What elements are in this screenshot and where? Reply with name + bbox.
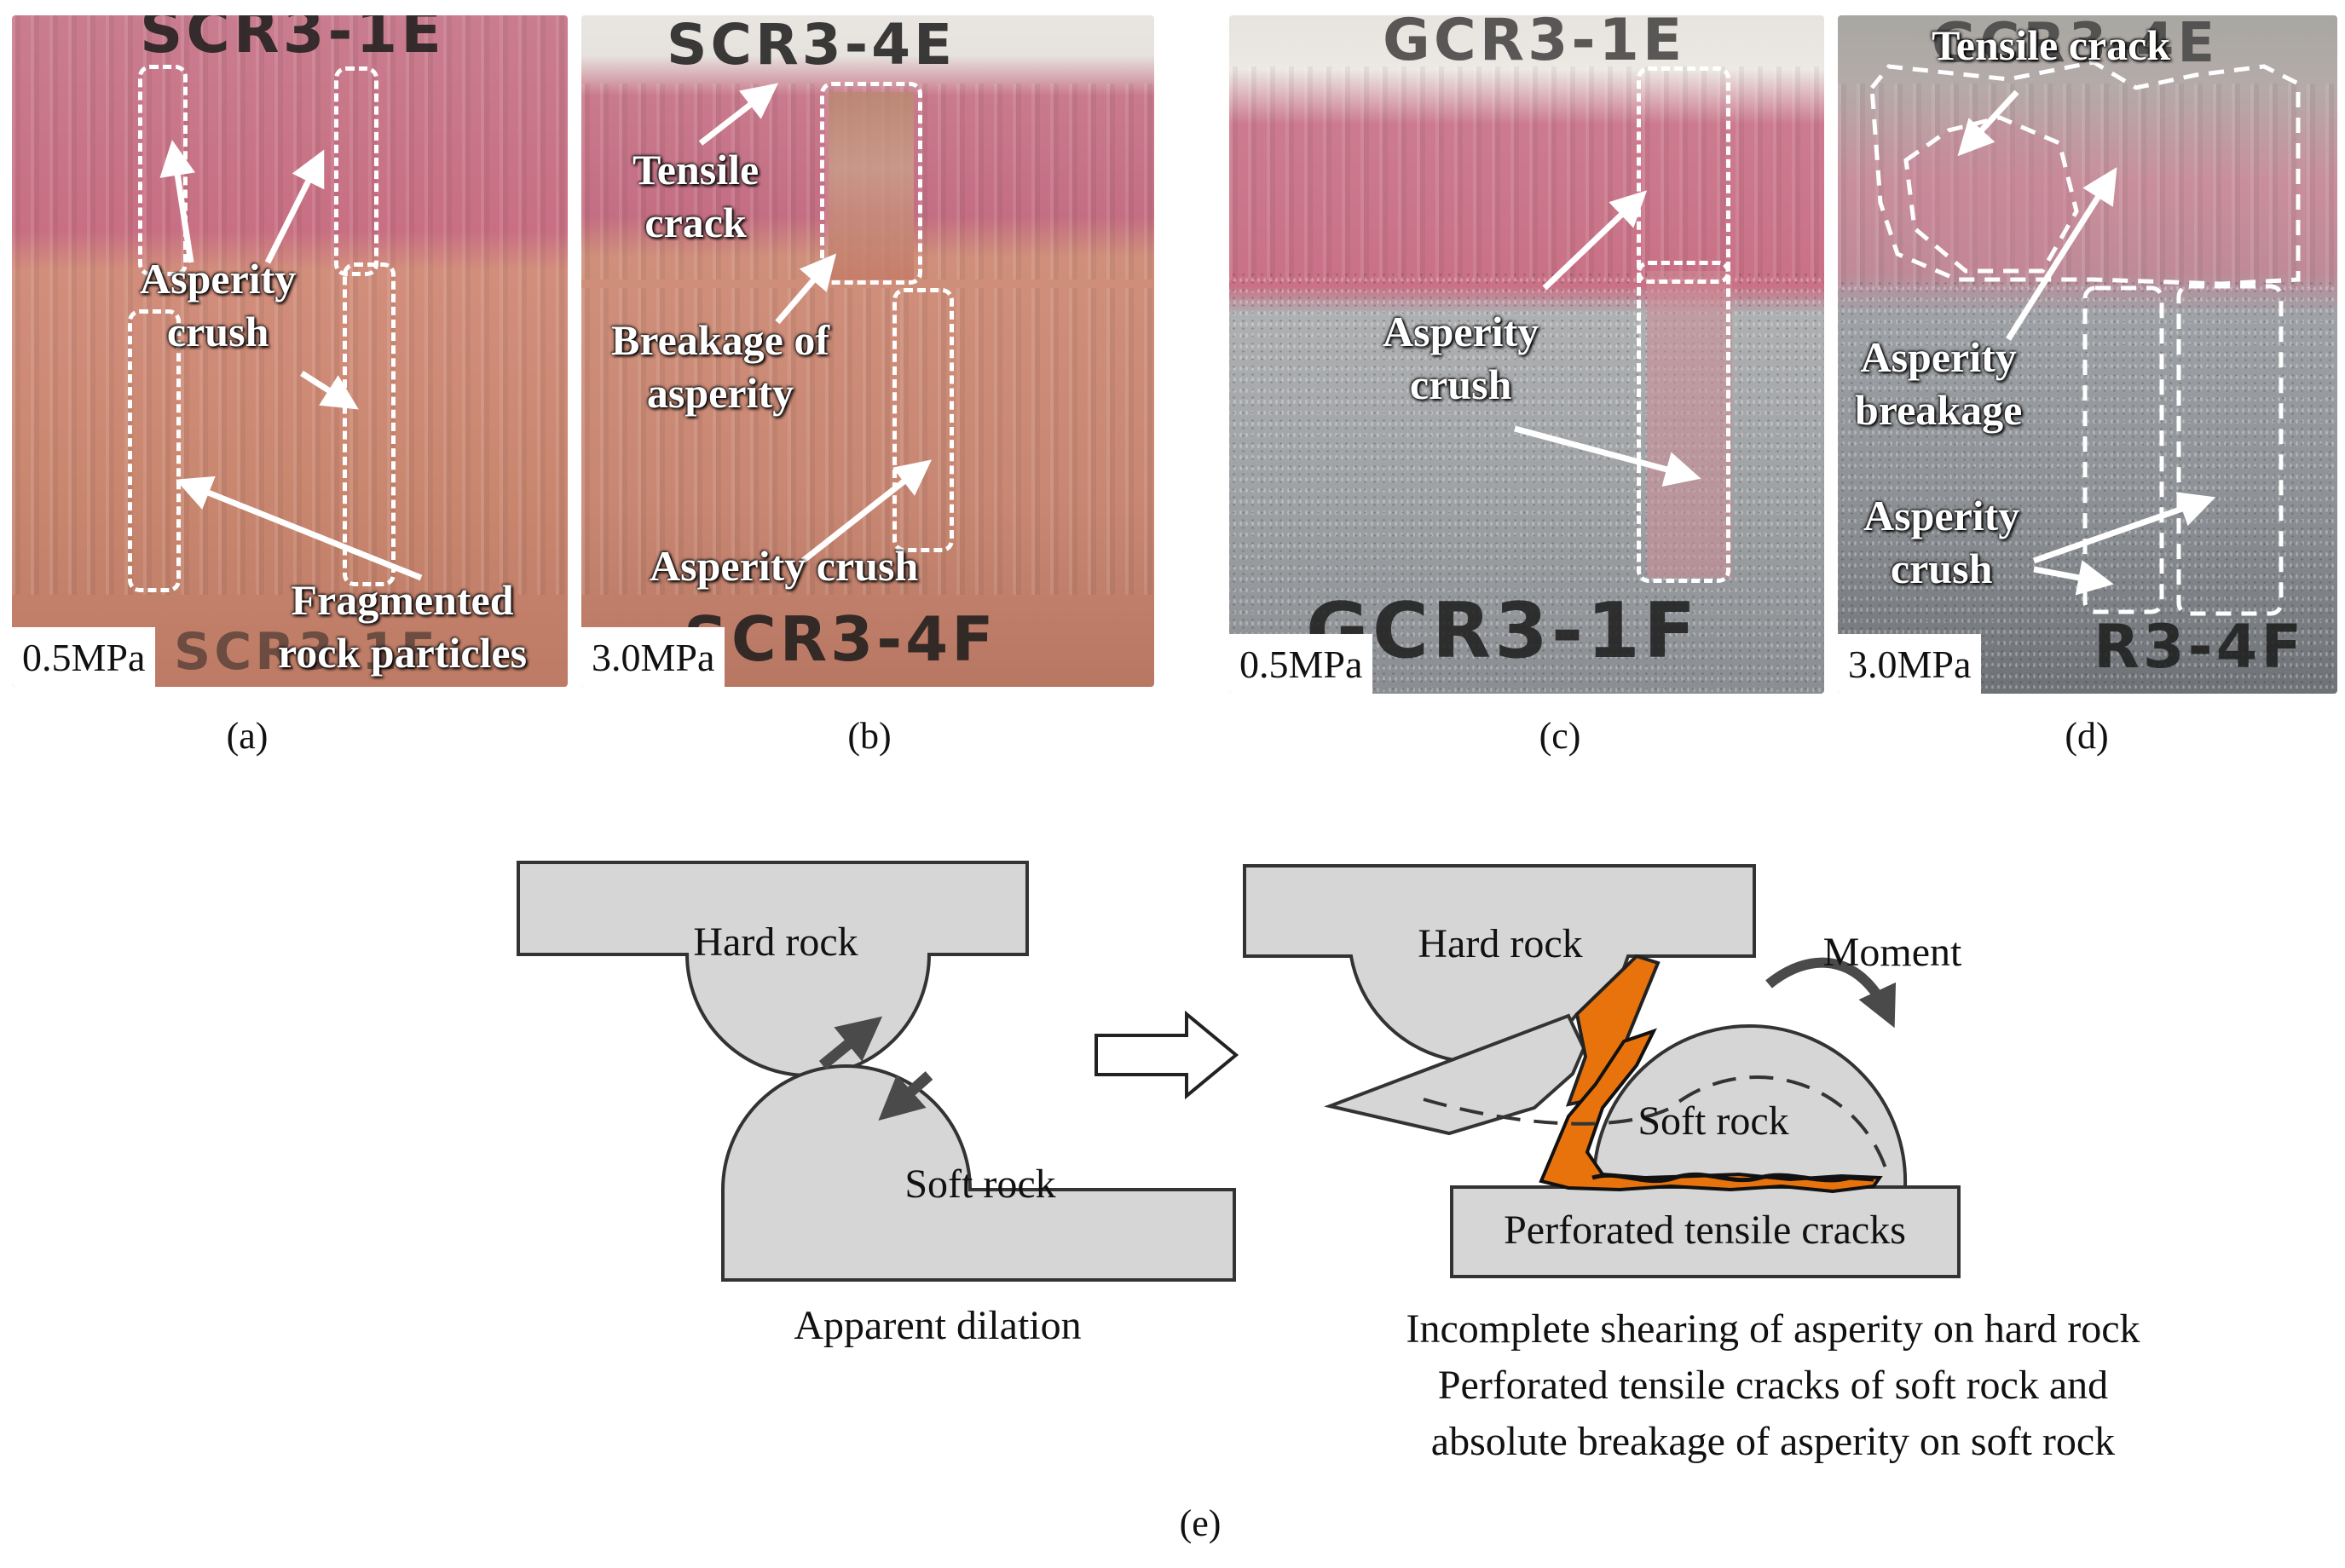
shear-arrow-up <box>818 1016 883 1070</box>
hard-rock-block-left <box>517 861 1029 1077</box>
photo-panel-d: GCR3-4E R3-4F Tensile crack Asperity bre… <box>1838 15 2337 694</box>
crack-line <box>1591 1172 1874 1184</box>
label-hard-rock-left: Hard rock <box>693 919 858 965</box>
label-fragmented-particles: Fragmented rock particles <box>278 576 528 677</box>
label-hard-rock-right: Hard rock <box>1418 921 1583 966</box>
pressure-label: 0.5MPa <box>12 627 156 687</box>
caption-line-3: absolute breakage of asperity on soft ro… <box>1430 1419 2116 1464</box>
rock-surface-lower <box>581 288 1154 595</box>
photo-panel-c: GCR3-1E GCR3-1F Asperity crush 0.5MPa <box>1229 15 1824 694</box>
label-asperity-crush: Asperity crush <box>650 542 919 590</box>
caption-c: (c) <box>1539 715 1581 757</box>
asperity-outline <box>892 288 954 552</box>
specimen-id-bottom: R3-4F <box>2094 612 2306 682</box>
annotation-arrows <box>698 83 933 563</box>
specimen-id-top: SCR3-4E <box>667 15 956 78</box>
annotation-arrows <box>1869 60 2301 616</box>
label-asperity-crush: Asperity crush <box>1383 308 1539 408</box>
asperity-outline <box>334 66 378 276</box>
photo-panel-a: SCR3-1E SCR3-1F Asperity crush Fragmente… <box>12 15 568 687</box>
label-breakage-of-asperity: Breakage of asperity <box>611 316 829 417</box>
caption-line-2: Perforated tensile cracks of soft rock a… <box>1437 1363 2109 1408</box>
caption-line-1: Incomplete shearing of asperity on hard … <box>1406 1306 2140 1352</box>
specimen-id-bottom: SCR3-1F <box>174 622 439 682</box>
pressure-label: 3.0MPa <box>1838 634 1982 694</box>
soft-rock-base-right <box>1450 1185 1961 1278</box>
asperity-outline <box>820 82 922 285</box>
original-outline-dashed <box>1423 1075 1890 1177</box>
label-asperity-crush: Asperity crush <box>140 255 297 355</box>
asperity-outline <box>128 309 181 592</box>
crushed-asperity-band <box>1647 271 1732 578</box>
photo-panel-b: SCR3-4E SCR3-4F Tensile crack Breakage o… <box>581 15 1154 687</box>
asperity-outline <box>1637 261 1730 583</box>
pressure-label: 0.5MPa <box>1229 634 1373 694</box>
transition-arrow-icon <box>1095 1010 1239 1100</box>
caption-a: (a) <box>226 715 269 757</box>
label-moment: Moment <box>1822 930 1962 975</box>
label-asperity-crush: Asperity crush <box>1863 492 2020 592</box>
label-perforated-tensile-cracks: Perforated tensile cracks <box>1504 1208 1906 1253</box>
label-tensile-crack: Tensile crack <box>1932 21 2171 69</box>
label-tensile-crack: Tensile crack <box>632 146 760 246</box>
caption-e: (e) <box>1179 1502 1222 1544</box>
caption-apparent-dilation: Apparent dilation <box>794 1303 1082 1348</box>
caption-b: (b) <box>847 715 892 757</box>
granite-texture <box>1838 280 2337 689</box>
rock-surface-lower <box>12 271 568 595</box>
rock-surface-upper <box>12 15 568 271</box>
sheared-asperity-fragment <box>1324 1013 1586 1136</box>
soft-rock-asperity-right <box>1592 1023 1908 1189</box>
tensile-crack-zone <box>1539 1028 1883 1194</box>
label-soft-rock-left: Soft rock <box>904 1162 1056 1207</box>
caption-d: (d) <box>2065 715 2109 757</box>
moment-arrow-icon <box>1765 957 1897 1029</box>
specimen-id-top: GCR3-1E <box>1383 15 1686 74</box>
annotation-arrows <box>1514 190 1701 487</box>
soft-rock-block-left <box>721 1064 1236 1282</box>
asperity-outline <box>1637 66 1730 284</box>
label-asperity-breakage: Asperity breakage <box>1855 333 2023 434</box>
pressure-label: 3.0MPa <box>581 627 725 687</box>
rock-surface-upper <box>1229 66 1824 280</box>
label-soft-rock-right: Soft rock <box>1637 1098 1789 1144</box>
specimen-id-bottom: SCR3-4F <box>684 603 997 675</box>
asperity-outline <box>343 262 396 586</box>
specimen-id-top: SCR3-1E <box>140 15 445 66</box>
broken-asperity-zone <box>829 92 914 280</box>
shear-arrow-down <box>878 1071 933 1121</box>
annotation-arrows <box>159 140 423 581</box>
